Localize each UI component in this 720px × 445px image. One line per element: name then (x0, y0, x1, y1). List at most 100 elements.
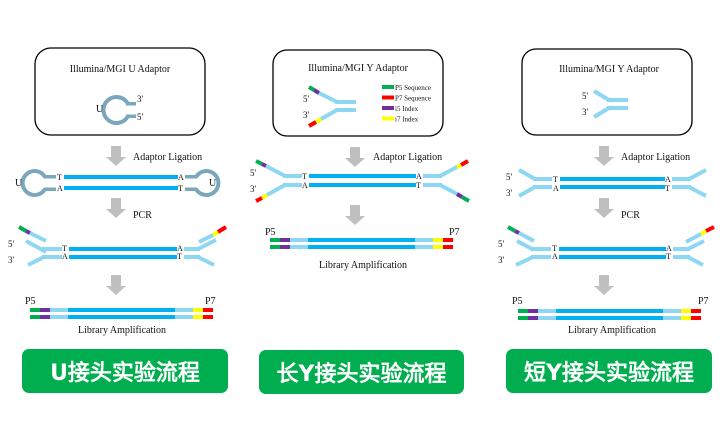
strand-segment-p7 (203, 308, 213, 312)
strand-segment-adaptor (175, 308, 193, 312)
strand-segment-adaptor (415, 245, 433, 249)
svg-text:A: A (552, 252, 558, 261)
legend-label: i7 Index (395, 116, 419, 124)
svg-text:3': 3' (506, 188, 513, 198)
p7-label: P7 (698, 296, 709, 307)
box-title: Illumina/MGI U Adaptor (70, 64, 171, 75)
arrow-down-icon (345, 205, 365, 225)
svg-text:T: T (178, 184, 183, 193)
library-product (30, 308, 213, 319)
ligated-short-y-product: 5' 3' T A A T (506, 168, 707, 198)
svg-text:A: A (302, 181, 308, 190)
strand-segment-p5 (30, 308, 40, 312)
step-pcr: PCR (621, 210, 640, 221)
adaptor-box (521, 48, 693, 136)
strand-segment-p5 (30, 315, 40, 319)
arrow-down-icon (106, 198, 126, 218)
svg-text:T: T (665, 184, 670, 193)
legend: P5 Sequence P7 Sequence i5 Index i7 Index (382, 84, 431, 124)
strand-segment-p7 (691, 309, 701, 313)
svg-text:3': 3' (303, 110, 310, 120)
svg-text:5': 5' (8, 239, 15, 249)
strand-segment-p5 (518, 316, 528, 320)
adaptor-box (34, 47, 206, 136)
svg-text:U: U (209, 178, 217, 189)
svg-text:T: T (553, 175, 558, 184)
strand-segment-p5 (270, 238, 280, 242)
strand-segment-i5 (40, 308, 50, 312)
adaptor-box (272, 49, 444, 137)
panel-u-adaptor: Illumina/MGI U Adaptor U 3' 5' Adaptor L… (8, 47, 228, 336)
svg-text:T: T (552, 244, 557, 253)
strand-segment-i5 (528, 309, 538, 313)
p5-label: P5 (512, 296, 523, 307)
svg-text:3': 3' (582, 107, 589, 117)
short-y-adaptor-icon (592, 89, 628, 119)
pcr-product: 5' 3' T A A T (498, 225, 715, 267)
strand-segment-adaptor (663, 316, 681, 320)
legend-label: P5 Sequence (395, 84, 431, 92)
legend-label: i5 Index (395, 105, 419, 113)
svg-text:A: A (62, 252, 68, 261)
box-title: Illumina/MGI Y Adaptor (559, 64, 659, 75)
legend-swatch (382, 106, 394, 110)
strand-segment-adaptor (290, 238, 308, 242)
svg-text:T: T (57, 173, 62, 182)
p7-label: P7 (205, 296, 216, 307)
step-adaptor-ligation: Adaptor Ligation (373, 152, 442, 163)
svg-text:A: A (177, 244, 183, 253)
svg-text:3': 3' (250, 184, 257, 194)
strand-segment-adaptor (538, 316, 556, 320)
svg-text:5': 5' (250, 168, 257, 178)
ligated-u-product: U T A A T U (15, 169, 221, 197)
step-pcr: PCR (133, 210, 152, 221)
legend-swatch (382, 116, 394, 121)
strand-segment-p7 (443, 238, 453, 242)
arrow-down-icon (594, 198, 614, 218)
u-adaptor-icon (101, 95, 136, 125)
legend-swatch (382, 85, 394, 89)
p5-label: P5 (25, 296, 36, 307)
strand-segment-adaptor (50, 315, 68, 319)
strand-segment-insert (68, 315, 175, 319)
strand-segment-adaptor (663, 309, 681, 313)
strand-segment-insert (556, 309, 663, 313)
strand-segment-adaptor (415, 238, 433, 242)
u-adaptor-workflow-button[interactable]: U接头实验流程 (22, 349, 228, 393)
svg-text:A: A (553, 184, 559, 193)
strand-segment-adaptor (538, 309, 556, 313)
long-y-adaptor-workflow-button[interactable]: 长Y接头实验流程 (259, 350, 464, 394)
u-label: U (96, 104, 104, 115)
step-adaptor-ligation: Adaptor Ligation (621, 152, 690, 163)
strand-segment-adaptor (290, 245, 308, 249)
svg-text:3': 3' (8, 255, 15, 265)
legend-label: P7 Sequence (395, 95, 431, 103)
strand-segment-p7 (691, 316, 701, 320)
svg-text:5': 5' (303, 94, 310, 104)
ligated-y-product: 5' 3' T A A T (250, 159, 470, 203)
panel-short-y-adaptor: Illumina/MGI Y Adaptor 5' 3' Adaptor Lig… (498, 48, 715, 336)
library-product (518, 309, 701, 320)
strand-segment-p7 (443, 245, 453, 249)
step-library-amplification: Library Amplification (568, 325, 656, 336)
strand-segment-p5 (270, 245, 280, 249)
svg-text:T: T (62, 244, 67, 253)
library-product (270, 238, 453, 249)
svg-text:U: U (15, 178, 23, 189)
svg-text:5': 5' (582, 91, 589, 101)
strand-segment-i7 (433, 245, 443, 249)
box-title: Illumina/MGI Y Adaptor (308, 63, 408, 74)
svg-text:A: A (416, 172, 422, 181)
arrow-down-icon (594, 146, 614, 166)
svg-text:T: T (666, 252, 671, 261)
step-library-amplification: Library Amplification (319, 260, 407, 271)
strand-segment-p5 (518, 309, 528, 313)
step-library-amplification: Library Amplification (78, 325, 166, 336)
arrow-down-icon (345, 147, 365, 167)
strand-segment-i5 (528, 316, 538, 320)
short-y-adaptor-workflow-button[interactable]: 短Y接头实验流程 (506, 349, 712, 393)
strand-segment-i5 (40, 315, 50, 319)
strand-segment-adaptor (50, 308, 68, 312)
svg-text:3': 3' (498, 255, 505, 265)
